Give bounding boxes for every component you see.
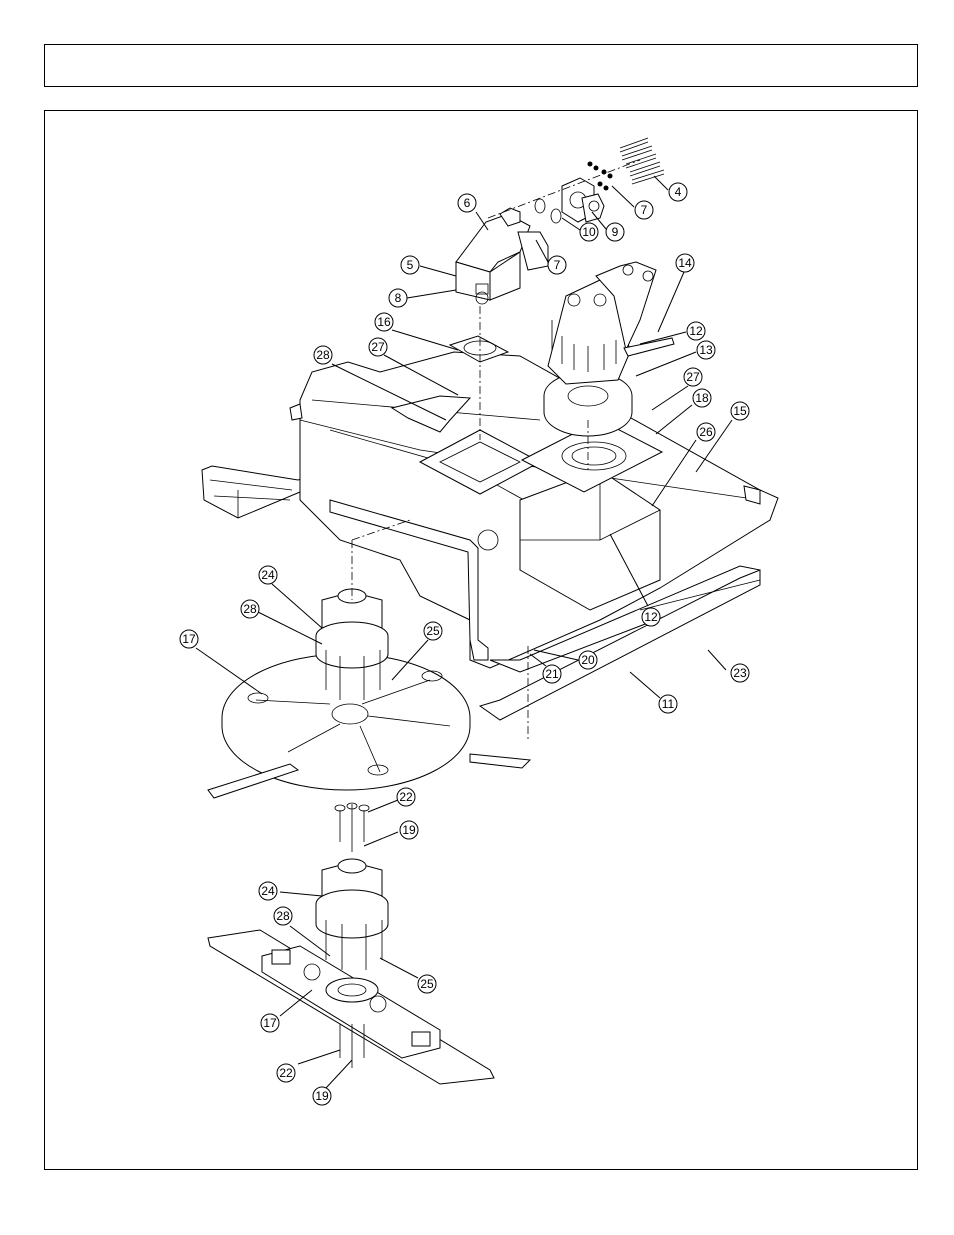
callout-label: 24 bbox=[261, 884, 275, 898]
callout-label: 24 bbox=[261, 568, 275, 582]
callout-7: 7 bbox=[635, 201, 653, 219]
callout-label: 13 bbox=[699, 343, 713, 357]
callout-label: 19 bbox=[315, 1089, 329, 1103]
callout-22: 22 bbox=[397, 788, 415, 806]
callout-25: 25 bbox=[424, 622, 442, 640]
callout-label: 15 bbox=[733, 404, 747, 418]
callout-label: 12 bbox=[689, 324, 703, 338]
callout-5: 5 bbox=[401, 256, 419, 274]
callout-label: 28 bbox=[276, 909, 290, 923]
callout-label: 28 bbox=[243, 602, 257, 616]
callout-label: 25 bbox=[420, 977, 434, 991]
callout-label: 6 bbox=[464, 196, 471, 210]
callout-label: 7 bbox=[554, 258, 561, 272]
callout-14: 14 bbox=[676, 254, 694, 272]
callout-17b: 17 bbox=[261, 1014, 279, 1032]
callout-24: 24 bbox=[259, 566, 277, 584]
callout-6: 6 bbox=[458, 194, 476, 212]
callout-label: 10 bbox=[582, 225, 596, 239]
callout-label: 9 bbox=[612, 225, 619, 239]
callout-label: 28 bbox=[316, 348, 330, 362]
callout-label: 14 bbox=[678, 256, 692, 270]
callout-label: 19 bbox=[402, 823, 416, 837]
blade-bar-assembly bbox=[208, 803, 494, 1084]
callout-label: 26 bbox=[699, 425, 713, 439]
upper-gearbox bbox=[456, 208, 548, 304]
callout-label: 8 bbox=[395, 291, 402, 305]
callout-12: 12 bbox=[687, 322, 705, 340]
callout-12b: 12 bbox=[642, 608, 660, 626]
callout-label: 20 bbox=[581, 653, 595, 667]
callout-28c: 28 bbox=[274, 907, 292, 925]
callout-22b: 22 bbox=[277, 1064, 295, 1082]
callout-label: 22 bbox=[399, 790, 413, 804]
callout-8: 8 bbox=[389, 289, 407, 307]
callout-23: 23 bbox=[731, 664, 749, 682]
callout-19: 19 bbox=[400, 821, 418, 839]
callout-label: 21 bbox=[545, 667, 559, 681]
callout-label: 22 bbox=[279, 1066, 293, 1080]
callout-label: 4 bbox=[675, 185, 682, 199]
callout-label: 16 bbox=[377, 315, 391, 329]
callout-label: 18 bbox=[695, 391, 709, 405]
callout-27: 27 bbox=[369, 338, 387, 356]
callout-16: 16 bbox=[375, 313, 393, 331]
callout-label: 23 bbox=[733, 666, 747, 680]
callout-21: 21 bbox=[543, 665, 561, 683]
callout-28: 28 bbox=[314, 346, 332, 364]
callout-4: 4 bbox=[669, 183, 687, 201]
callout-label: 27 bbox=[686, 370, 700, 384]
callout-15: 15 bbox=[731, 402, 749, 420]
callout-25b: 25 bbox=[418, 975, 436, 993]
callout-10: 10 bbox=[580, 223, 598, 241]
callout-7b: 7 bbox=[548, 256, 566, 274]
callout-label: 17 bbox=[182, 632, 196, 646]
callout-27b: 27 bbox=[684, 368, 702, 386]
callout-24b: 24 bbox=[259, 882, 277, 900]
callout-26: 26 bbox=[697, 423, 715, 441]
right-gearbox-mount bbox=[544, 262, 674, 436]
callout-13: 13 bbox=[697, 341, 715, 359]
callout-label: 27 bbox=[371, 340, 385, 354]
callout-label: 17 bbox=[263, 1016, 277, 1030]
callout-label: 25 bbox=[426, 624, 440, 638]
callout-label: 12 bbox=[644, 610, 658, 624]
callout-20: 20 bbox=[579, 651, 597, 669]
callout-9: 9 bbox=[606, 223, 624, 241]
callout-11: 11 bbox=[659, 695, 677, 713]
callout-label: 5 bbox=[407, 258, 414, 272]
callout-19b: 19 bbox=[313, 1087, 331, 1105]
callout-label: 7 bbox=[641, 203, 648, 217]
callout-28b: 28 bbox=[241, 600, 259, 618]
callout-17: 17 bbox=[180, 630, 198, 648]
callout-label: 11 bbox=[662, 697, 675, 711]
callout-18: 18 bbox=[693, 389, 711, 407]
